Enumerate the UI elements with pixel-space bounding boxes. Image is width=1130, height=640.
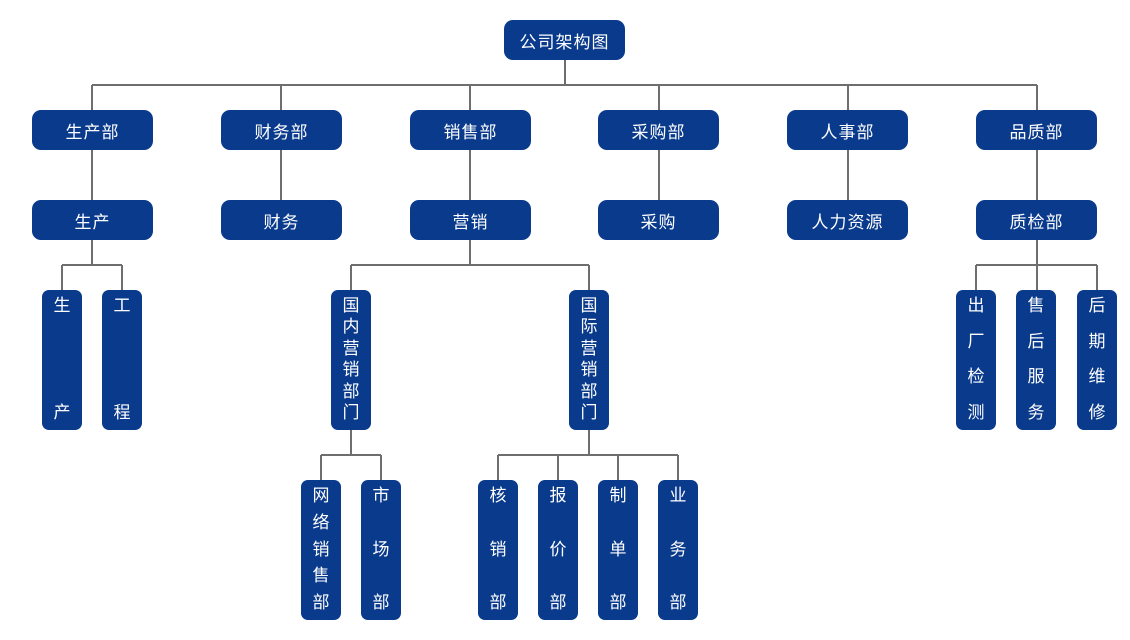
char: 部 (580, 381, 598, 402)
char: 营 (342, 338, 360, 359)
connector-international-children (497, 430, 679, 480)
node-international-marketing: 国 际 营 销 部 门 (569, 290, 609, 430)
char: 国 (342, 296, 360, 316)
char: 部 (312, 593, 330, 613)
char: 后 (1088, 296, 1106, 316)
node-quotation: 报 价 部 (538, 480, 578, 620)
dept-purchasing: 采购部 (598, 110, 719, 150)
sub-finance: 财务 (221, 200, 342, 240)
char: 部 (549, 593, 567, 613)
char: 络 (312, 512, 330, 533)
char: 部 (372, 593, 390, 613)
char: 产 (53, 403, 71, 423)
char: 出 (967, 296, 985, 316)
char: 销 (489, 539, 507, 560)
char: 价 (549, 539, 567, 560)
char: 售 (1027, 296, 1045, 316)
char: 部 (489, 593, 507, 613)
char: 检 (967, 367, 985, 388)
sub-sales: 营销 (410, 200, 531, 240)
char: 部 (669, 593, 687, 613)
char: 营 (580, 338, 598, 359)
char: 网 (312, 486, 330, 506)
char: 销 (312, 539, 330, 560)
char: 服 (1027, 367, 1045, 388)
root-node: 公司架构图 (504, 20, 625, 60)
char: 期 (1088, 331, 1106, 352)
node-market: 市 场 部 (361, 480, 401, 620)
char: 测 (967, 402, 985, 423)
char: 后 (1027, 331, 1045, 352)
char: 制 (609, 486, 627, 506)
connector-root-bus (91, 60, 1038, 110)
node-after-sales: 售 后 服 务 (1016, 290, 1056, 430)
char: 部 (342, 381, 360, 402)
dept-quality: 品质部 (976, 110, 1097, 150)
char: 工 (113, 296, 131, 316)
char: 销 (342, 360, 360, 381)
char: 售 (312, 566, 330, 587)
char: 修 (1088, 402, 1106, 423)
dept-finance: 财务部 (221, 110, 342, 150)
char: 程 (113, 403, 131, 423)
node-maintenance: 后 期 维 修 (1077, 290, 1117, 430)
char: 核 (489, 486, 507, 506)
connector-production-children (61, 240, 123, 290)
char: 场 (372, 539, 390, 560)
char: 业 (669, 486, 687, 506)
char: 部 (609, 593, 627, 613)
dept-hr: 人事部 (787, 110, 908, 150)
char: 维 (1088, 367, 1106, 388)
sub-quality: 质检部 (976, 200, 1097, 240)
connector-dept-sub (91, 150, 1038, 200)
char: 销 (580, 360, 598, 381)
char: 门 (580, 402, 598, 423)
char: 内 (342, 317, 360, 338)
sub-production: 生产 (32, 200, 153, 240)
node-online-sales: 网 络 销 售 部 (301, 480, 341, 620)
char: 务 (1027, 402, 1045, 423)
char: 生 (53, 296, 71, 316)
char: 市 (372, 486, 390, 506)
sub-hr: 人力资源 (787, 200, 908, 240)
char: 国 (580, 296, 598, 316)
node-documents: 制 单 部 (598, 480, 638, 620)
connector-quality-children (975, 240, 1098, 290)
char: 际 (580, 317, 598, 338)
connector-sales-children (350, 240, 590, 290)
node-outbound-inspection: 出 厂 检 测 (956, 290, 996, 430)
connector-domestic-children (320, 430, 382, 480)
char: 厂 (967, 331, 985, 352)
node-verification: 核 销 部 (478, 480, 518, 620)
node-domestic-marketing: 国 内 营 销 部 门 (331, 290, 371, 430)
node-gongcheng: 工 程 (102, 290, 142, 430)
sub-purchasing: 采购 (598, 200, 719, 240)
char: 门 (342, 402, 360, 423)
char: 务 (669, 539, 687, 560)
char: 单 (609, 539, 627, 560)
char: 报 (549, 486, 567, 506)
dept-sales: 销售部 (410, 110, 531, 150)
dept-production: 生产部 (32, 110, 153, 150)
node-business: 业 务 部 (658, 480, 698, 620)
node-shengchan: 生 产 (42, 290, 82, 430)
